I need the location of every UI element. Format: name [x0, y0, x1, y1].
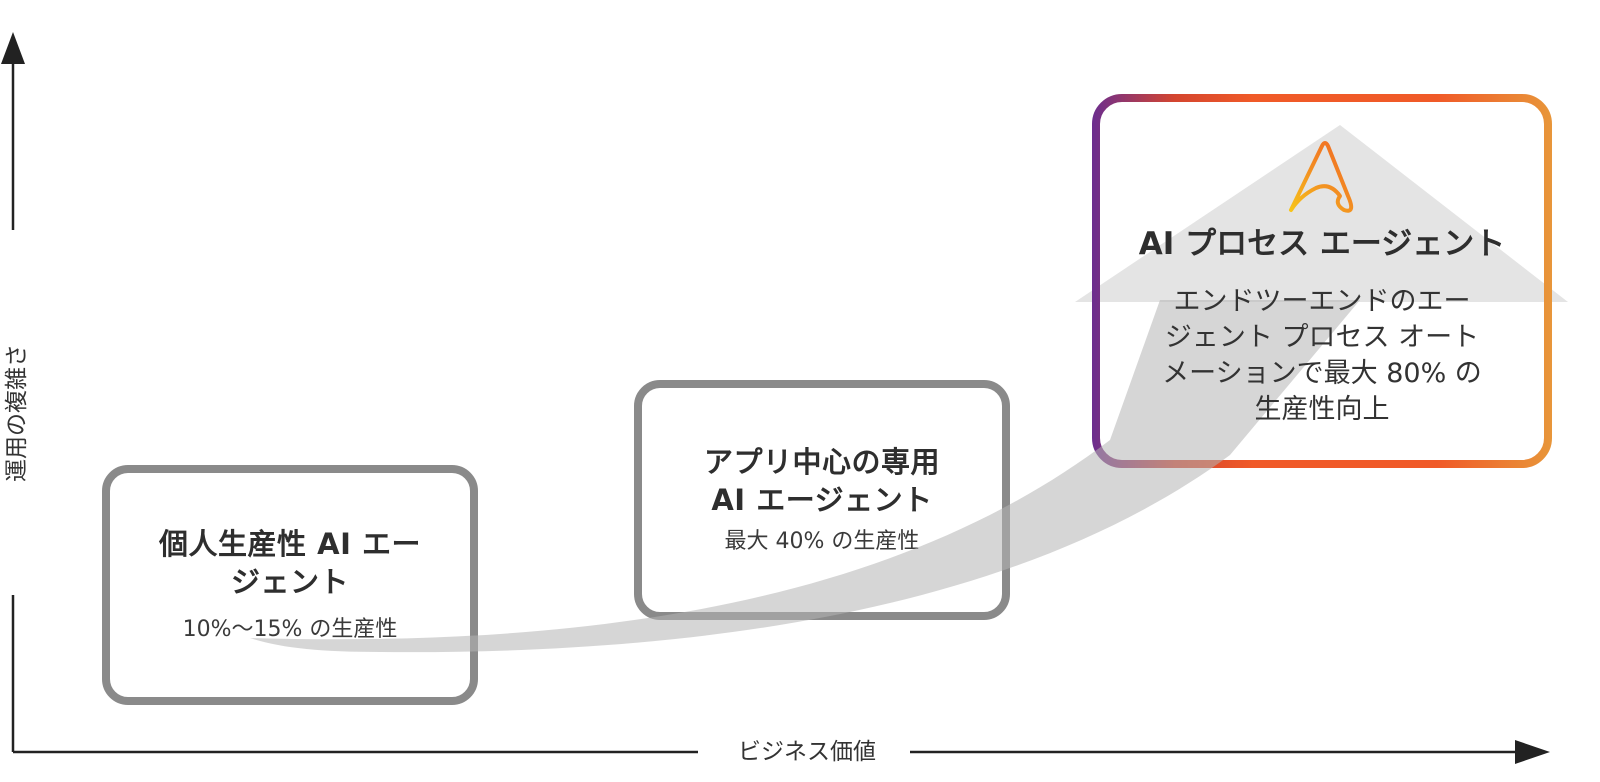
stage-title-line: AI エージェント: [711, 483, 933, 517]
stage-box-app-centric-agent: アプリ中心の専用 AI エージェント 最大 40% の生産性: [634, 380, 1010, 620]
stage-subtitle: エンドツーエンドのエー ジェント プロセス オート メーションで最大 80% の…: [1100, 284, 1544, 428]
stage-title-line: 個人生産性 AI エー: [159, 527, 421, 561]
stage-title-line: ジェント: [230, 565, 349, 599]
stage-title-line: アプリ中心の専用: [703, 445, 940, 479]
stage-subtitle-line: 生産性向上: [1254, 394, 1390, 425]
x-axis-arrow-icon: [1515, 740, 1550, 764]
stage-subtitle-line: エンドツーエンドのエー: [1173, 286, 1471, 317]
stage-subtitle: 10%〜15% の生産性: [182, 617, 398, 642]
stage-subtitle-line: メーションで最大 80% の: [1162, 358, 1482, 389]
y-axis: [1, 32, 25, 752]
stage-box-personal-productivity: 個人生産性 AI エー ジェント 10%〜15% の生産性: [102, 465, 478, 705]
y-axis-label: 運用の複雑さ: [4, 344, 30, 482]
stage-subtitle-line: ジェント プロセス オート: [1164, 322, 1480, 353]
stage-title: アプリ中心の専用 AI エージェント: [704, 443, 940, 519]
stage-box-process-agent: AI プロセス エージェント エンドツーエンドのエー ジェント プロセス オート…: [1100, 102, 1544, 460]
x-axis: [13, 740, 1550, 764]
y-axis-arrow-icon: [1, 32, 25, 64]
stage-title: AI プロセス エージェント: [1138, 226, 1506, 262]
stage-subtitle: 最大 40% の生産性: [724, 529, 920, 554]
stage-title: 個人生産性 AI エー ジェント: [159, 525, 421, 601]
x-axis-label: ビジネス価値: [712, 732, 902, 766]
